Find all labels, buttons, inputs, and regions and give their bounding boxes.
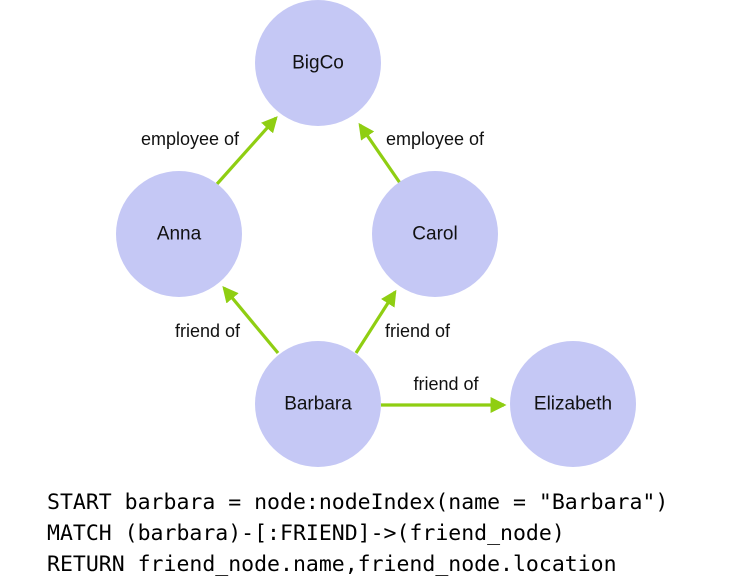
edge-barbara-friend-of-carol [354,289,397,354]
edge-label-barbara-anna: friend of [175,321,241,341]
edge-label-barbara-carol: friend of [385,321,451,341]
node-label-anna: Anna [157,224,202,245]
node-label-bigco: BigCo [292,53,344,74]
node-bigco: BigCo [255,0,381,126]
node-label-barbara: Barbara [284,394,352,415]
edge-label-barbara-elizabeth: friend of [413,374,479,394]
node-anna: Anna [116,171,242,297]
edge-carol-employee-of-bigco [358,122,402,184]
code-line-return: RETURN friend_node.name,friend_node.loca… [47,552,617,577]
cypher-query-code: START barbara = node:nodeIndex(name = "B… [47,487,668,580]
edge-barbara-friend-of-anna [222,286,280,355]
node-label-elizabeth: Elizabeth [534,394,612,415]
node-elizabeth: Elizabeth [510,341,636,467]
node-label-carol: Carol [412,224,457,245]
edge-label-anna-bigco: employee of [141,129,240,149]
code-line-start: START barbara = node:nodeIndex(name = "B… [47,490,669,515]
edge-anna-employee-of-bigco [215,116,278,186]
edge-label-carol-bigco: employee of [386,129,485,149]
graph-diagram: employee of employee of friend of friend… [116,0,636,467]
node-barbara: Barbara [255,341,381,467]
code-line-match: MATCH (barbara)-[:FRIEND]->(friend_node) [47,521,565,546]
node-carol: Carol [372,171,498,297]
